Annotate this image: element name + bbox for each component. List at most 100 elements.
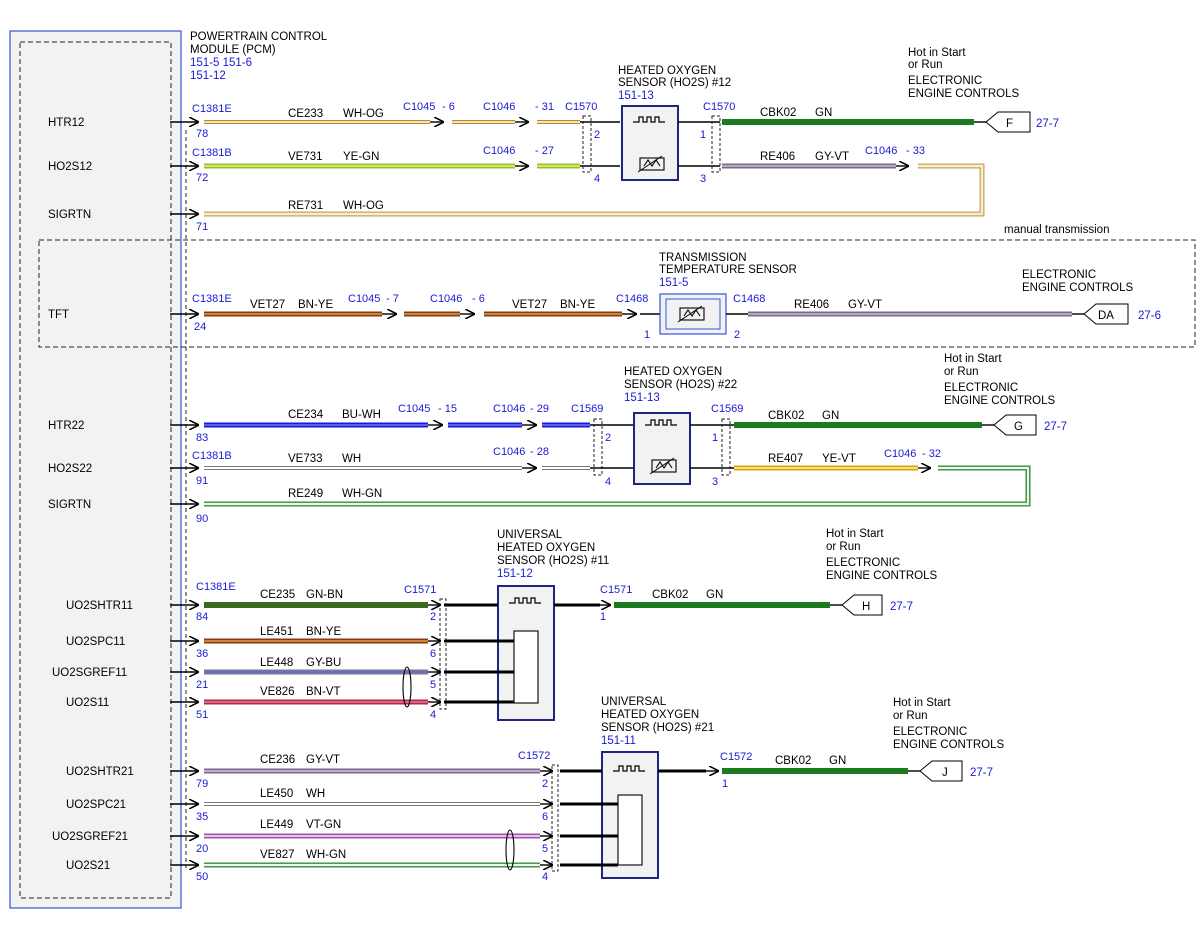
color-re406-a: GY-VT bbox=[815, 151, 849, 163]
circuit-re407: RE407 bbox=[768, 453, 803, 465]
sensor-zigzag-icon bbox=[655, 461, 673, 469]
tag-j-label: J bbox=[942, 767, 948, 779]
pin-1a: 1 bbox=[700, 129, 706, 141]
hot-run-a: or Run bbox=[908, 59, 943, 71]
ref-27-6[interactable]: 27-6 bbox=[1138, 310, 1161, 322]
ho2s22-sensor-box bbox=[633, 412, 691, 485]
circuit-cbk02-d: CBK02 bbox=[775, 755, 811, 767]
pcm-pin-uo2sgref11: UO2SGREF11 bbox=[52, 667, 127, 679]
pin-2b: 2 bbox=[734, 329, 740, 341]
pin-84: 84 bbox=[196, 611, 208, 623]
color-re407: YE-VT bbox=[822, 453, 856, 465]
conn-c1045-7-pin: - 7 bbox=[386, 293, 399, 305]
pin-4a: 4 bbox=[594, 173, 600, 185]
tts-title-1: TRANSMISSION bbox=[659, 252, 747, 264]
eec-a-1: ELECTRONIC bbox=[908, 75, 982, 87]
circuit-ce236: CE236 bbox=[260, 754, 295, 766]
hot-start-a: Hot in Start bbox=[908, 47, 966, 59]
tts-inner-box bbox=[665, 298, 721, 330]
pin-6b: 6 bbox=[542, 811, 548, 823]
pin-24: 24 bbox=[194, 321, 206, 333]
pcm-inner-dashed bbox=[19, 41, 172, 899]
ho2s12-ref: 151-13 bbox=[618, 90, 654, 102]
pin-72: 72 bbox=[196, 172, 208, 184]
thermistor-arrow-icon bbox=[677, 305, 703, 323]
pcm-frame bbox=[9, 30, 182, 909]
circuit-ce233: CE233 bbox=[288, 108, 323, 120]
hot-run-c: or Run bbox=[826, 541, 861, 553]
tts-title-2: TEMPERATURE SENSOR bbox=[659, 264, 797, 276]
pin-1d: 1 bbox=[600, 611, 606, 623]
conn-c1046-29: C1046 bbox=[493, 403, 525, 415]
sensing-cell-icon bbox=[617, 794, 643, 866]
conn-c1381e-b: C1381E bbox=[192, 293, 232, 305]
tag-h bbox=[841, 594, 883, 616]
color-re731: WH-OG bbox=[343, 200, 384, 212]
conn-c1572-a: C1572 bbox=[518, 750, 550, 762]
ref-27-7-b[interactable]: 27-7 bbox=[1044, 421, 1067, 433]
ho2s12-sensor-box bbox=[621, 105, 679, 181]
tag-j bbox=[919, 760, 963, 782]
circuit-cbk02-b: CBK02 bbox=[768, 410, 804, 422]
u21-title-3: SENSOR (HO2S) #21 bbox=[601, 722, 714, 734]
conn-c1045-15-pin: - 15 bbox=[438, 403, 457, 415]
pcm-title-1: POWERTRAIN CONTROL bbox=[190, 31, 328, 43]
circuit-ve826: VE826 bbox=[260, 686, 295, 698]
conn-c1381b-a: C1381B bbox=[192, 147, 232, 159]
circuit-le450: LE450 bbox=[260, 788, 293, 800]
heater-element-icon bbox=[645, 419, 677, 426]
conn-c1571-a: C1571 bbox=[404, 584, 436, 596]
conn-box-c1570-right bbox=[711, 115, 721, 173]
pin-6a: 6 bbox=[430, 648, 436, 660]
pcm-pin-uo2shtr21: UO2SHTR21 bbox=[66, 766, 134, 778]
tag-da bbox=[1083, 303, 1129, 325]
u21-title-2: HEATED OXYGEN bbox=[601, 709, 699, 721]
u11-ref: 151-12 bbox=[497, 568, 533, 580]
manual-transmission-box bbox=[38, 239, 1196, 348]
color-ce233: WH-OG bbox=[343, 108, 384, 120]
ref-27-7-d[interactable]: 27-7 bbox=[970, 767, 993, 779]
conn-c1046-28: C1046 bbox=[493, 446, 525, 458]
circuit-ce234: CE234 bbox=[288, 409, 324, 421]
pcm-pin-ho2s22: HO2S22 bbox=[48, 463, 92, 475]
heater-element-icon bbox=[613, 765, 645, 772]
u21-ref: 151-11 bbox=[601, 735, 636, 747]
conn-c1046-28-pin: - 28 bbox=[530, 446, 549, 458]
conn-c1045-6-pin: - 6 bbox=[442, 101, 455, 113]
color-le448: GY-BU bbox=[306, 657, 341, 669]
conn-c1046-32-pin: - 32 bbox=[922, 448, 941, 460]
tag-h-label: H bbox=[862, 601, 870, 613]
color-cbk02-c: GN bbox=[706, 589, 723, 601]
sensor-arrow-icon bbox=[649, 457, 675, 475]
pcm-pin-tft: TFT bbox=[48, 309, 69, 321]
conn-c1571-b: C1571 bbox=[600, 584, 632, 596]
hot-start-d: Hot in Start bbox=[893, 697, 951, 709]
pin-2a: 2 bbox=[594, 129, 600, 141]
color-ve733: WH bbox=[342, 453, 361, 465]
pin-35: 35 bbox=[196, 811, 208, 823]
conn-box-c1572-left bbox=[551, 764, 559, 872]
circuit-re406-a: RE406 bbox=[760, 151, 795, 163]
circuit-le449: LE449 bbox=[260, 819, 293, 831]
pin-51: 51 bbox=[196, 709, 208, 721]
pin-4c: 4 bbox=[605, 476, 611, 488]
pin-20: 20 bbox=[196, 843, 208, 855]
conn-c1468-a: C1468 bbox=[616, 293, 648, 305]
pcm-pin-htr12: HTR12 bbox=[48, 117, 84, 129]
tts-ref: 151-5 bbox=[659, 277, 688, 289]
color-ce235: GN-BN bbox=[306, 589, 343, 601]
tag-f bbox=[985, 111, 1031, 133]
eec-c-2: ENGINE CONTROLS bbox=[826, 570, 938, 582]
conn-c1046-29-pin: - 29 bbox=[530, 403, 549, 415]
color-cbk02-a: GN bbox=[815, 107, 832, 119]
pin-79: 79 bbox=[196, 778, 208, 790]
pin-36: 36 bbox=[196, 648, 208, 660]
ref-27-7-a[interactable]: 27-7 bbox=[1036, 118, 1059, 130]
ref-27-7-c[interactable]: 27-7 bbox=[890, 601, 913, 613]
hot-start-c: Hot in Start bbox=[826, 528, 884, 540]
circuit-ve827: VE827 bbox=[260, 849, 295, 861]
pcm-pin-names: HTR12HO2S12SIGRTNTFTHTR22HO2S22SIGRTNUO2… bbox=[48, 117, 134, 872]
hot-run-b: or Run bbox=[944, 366, 979, 378]
circuit-le448: LE448 bbox=[260, 657, 293, 669]
u11-title-1: UNIVERSAL bbox=[497, 529, 563, 541]
